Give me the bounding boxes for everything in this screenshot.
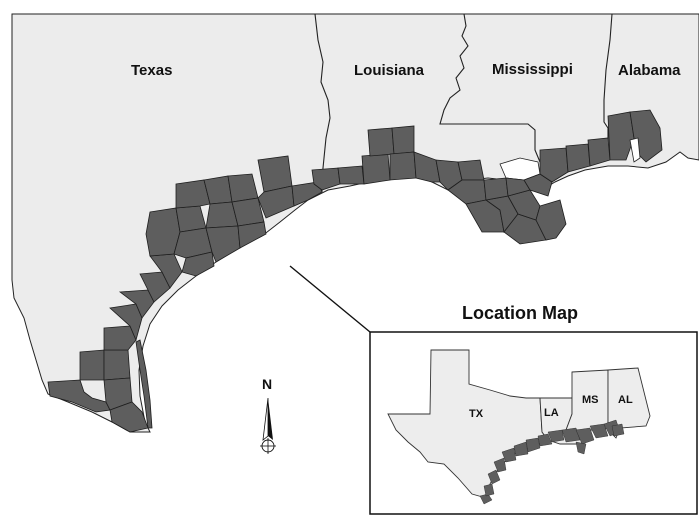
texas-louisiana-border [314, 13, 331, 192]
inset-label-tx: TX [469, 408, 484, 420]
county [205, 225, 241, 263]
county [175, 179, 211, 209]
state-label-texas: Texas [131, 62, 172, 79]
county [337, 165, 365, 185]
county [139, 271, 171, 303]
county [367, 127, 395, 157]
county [391, 125, 415, 155]
callout-line [289, 265, 371, 333]
location-map-title: Location Map [462, 303, 578, 323]
county [118, 289, 155, 319]
county [103, 325, 137, 351]
barrier-island [135, 339, 153, 429]
north-label: N [262, 376, 272, 392]
inset-label-ms: MS [582, 394, 599, 406]
inset-label-al: AL [618, 394, 633, 406]
county [535, 199, 567, 241]
county [237, 221, 267, 249]
county [361, 153, 391, 185]
location-map: Location Map TX LA M [369, 303, 698, 515]
north-arrow-icon: N [260, 376, 276, 454]
mississippi-alabama-border [603, 13, 613, 150]
inset-study-area [479, 419, 625, 505]
study-area-counties [47, 109, 663, 433]
state-label-alabama: Alabama [618, 62, 681, 79]
state-label-mississippi: Mississippi [492, 61, 573, 78]
county [181, 251, 215, 277]
county [457, 159, 485, 181]
county [483, 177, 509, 201]
county [79, 349, 105, 381]
inset-label-la: LA [544, 407, 559, 419]
county [607, 111, 635, 161]
county [145, 207, 181, 257]
louisiana-mississippi-border [439, 13, 541, 163]
county [523, 173, 553, 197]
mobile-bay [629, 137, 641, 163]
state-label-louisiana: Louisiana [354, 62, 425, 79]
county [231, 197, 265, 227]
county [103, 349, 131, 381]
county [311, 167, 341, 191]
county [539, 147, 569, 183]
county [257, 155, 293, 193]
land-area [11, 13, 699, 433]
county [109, 303, 143, 342]
county [389, 151, 417, 181]
